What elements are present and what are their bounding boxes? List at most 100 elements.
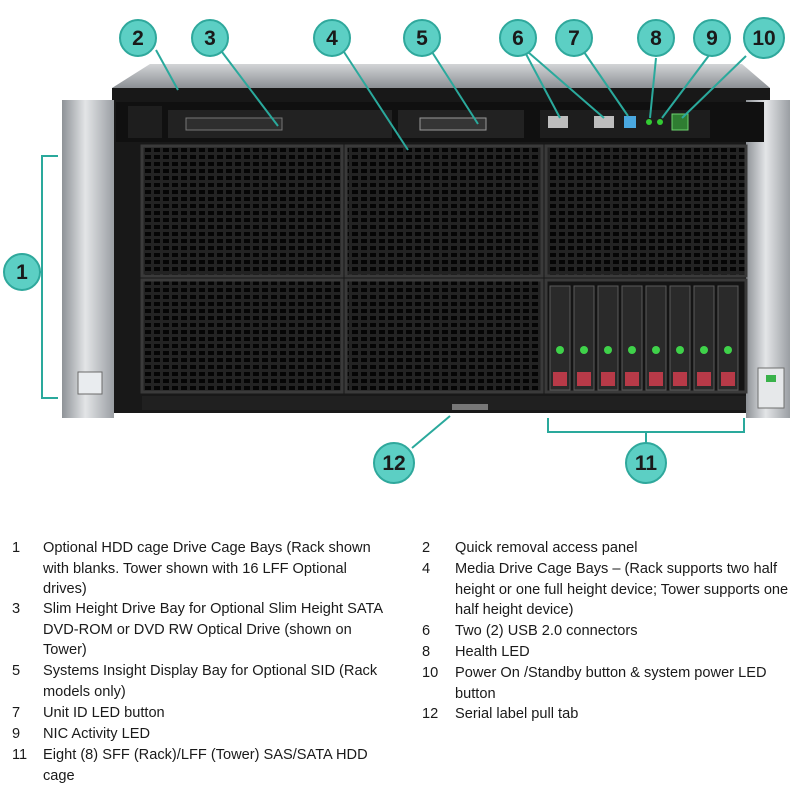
callout-5-badge: [403, 19, 441, 57]
power-button: [671, 113, 689, 131]
sff-drive-8: [717, 285, 739, 391]
leader-line-9: [661, 53, 711, 119]
legend-text: NIC Activity LED: [43, 726, 151, 742]
callout-3: 3: [204, 27, 216, 50]
sff-drive-3: [597, 285, 619, 391]
callout-4-badge: [313, 19, 351, 57]
legend-item-8: 8 Health LED: [422, 642, 794, 663]
legend-number: 6: [422, 623, 431, 639]
unit-id-led-button: [624, 116, 636, 128]
top-media-strip: [116, 102, 764, 142]
legend-number: 10: [422, 665, 439, 681]
legend-item-6: 6 Two (2) USB 2.0 connectors: [422, 621, 794, 642]
sff-drive-5: [645, 285, 667, 391]
callout-10: 10: [752, 27, 775, 50]
health-led: [646, 119, 652, 125]
nic-activity-led: [657, 119, 663, 125]
bottom-strip: [142, 396, 746, 410]
processor-badge: [77, 371, 103, 395]
legend-item-5: 5 Systems Insight Display Bay for Option…: [12, 661, 394, 702]
legend-number: 9: [12, 726, 21, 742]
legend-text: Serial label pull tab: [455, 706, 579, 722]
callout-8-badge: [637, 19, 675, 57]
serial-label-pull-tab: [452, 404, 488, 410]
usb-port-2: [594, 116, 614, 128]
leader-line-7: [583, 51, 629, 117]
leader-line-3: [221, 51, 279, 127]
leader-line-10: [681, 55, 747, 119]
callout-8: 8: [650, 27, 662, 50]
hdd-cage-bay-3: [544, 144, 748, 278]
callout-12: 12: [382, 452, 405, 475]
drive-cage-bays: [140, 144, 748, 394]
legend-number: 5: [12, 663, 21, 679]
leader-line-2: [155, 49, 179, 91]
legend-number: 3: [12, 601, 21, 617]
right-rack-ear: [746, 100, 790, 418]
callout-3-badge: [191, 19, 229, 57]
legend-item-11: 11 Eight (8) SFF (Rack)/LFF (Tower) SAS/…: [12, 745, 394, 786]
leader-line-6a: [525, 53, 561, 119]
legend-item-9: 9 NIC Activity LED: [12, 724, 394, 745]
legend-text: Quick removal access panel: [455, 540, 638, 556]
callout-2-badge: [119, 19, 157, 57]
legend-item-2: 2 Quick removal access panel: [422, 538, 794, 559]
sff-drive-1: [549, 285, 571, 391]
legend-item-1: 1 Optional HDD cage Drive Cage Bays (Rac…: [12, 538, 394, 600]
legend-number: 7: [12, 705, 21, 721]
legend-number: 4: [422, 561, 431, 577]
legend-number: 8: [422, 644, 431, 660]
callout-6: 6: [512, 27, 524, 50]
slim-optical-drive-bay: [185, 117, 283, 131]
leader-line-5: [431, 51, 479, 125]
media-drive-cage-bay-1: [344, 144, 544, 278]
sff-drive-4: [621, 285, 643, 391]
leader-lines: [40, 49, 747, 449]
callout-5: 5: [416, 27, 428, 50]
leader-line-11: [547, 418, 745, 433]
legend-text: Optional HDD cage Drive Cage Bays (Rack …: [43, 540, 371, 597]
legend-text: Health LED: [455, 644, 530, 660]
systems-insight-display-bay: [419, 117, 487, 131]
legend-text: Eight (8) SFF (Rack)/LFF (Tower) SAS/SAT…: [43, 747, 368, 784]
usb-port-1: [548, 116, 568, 128]
legend-item-12: 12 Serial label pull tab: [422, 704, 794, 725]
callout-12-badge: [373, 442, 415, 484]
legend-item-7: 7 Unit ID LED button: [12, 703, 394, 724]
leader-line-12: [411, 415, 451, 449]
callout-7-badge: [555, 19, 593, 57]
legend-number: 11: [12, 747, 28, 763]
legend-item-3: 3 Slim Height Drive Bay for Optional Sli…: [12, 599, 394, 661]
legend-item-10: 10 Power On /Standby button & system pow…: [422, 663, 794, 704]
media-drive-cage-bay-2: [344, 278, 544, 394]
left-rack-ear: [62, 100, 114, 418]
sff-drive-7: [693, 285, 715, 391]
legend-text: Two (2) USB 2.0 connectors: [455, 623, 638, 639]
leader-line-1: [41, 155, 58, 399]
callout-6-badge: [499, 19, 537, 57]
leader-line-4: [343, 51, 409, 151]
callout-4: 4: [326, 27, 338, 50]
model-badge-mark: [766, 375, 776, 382]
callout-1-badge: [3, 253, 41, 291]
callouts: 1 2 3 4 5 6 7 8 9 10 11 12: [3, 17, 785, 484]
legend-text: Slim Height Drive Bay for Optional Slim …: [43, 601, 383, 658]
legend-text: Unit ID LED button: [43, 705, 165, 721]
callout-9: 9: [706, 27, 718, 50]
sff-drives: [549, 285, 739, 391]
model-badge: [757, 367, 785, 409]
legend-number: 2: [422, 540, 431, 556]
legend: 1 Optional HDD cage Drive Cage Bays (Rac…: [0, 536, 800, 800]
callout-10-badge: [743, 17, 785, 59]
callout-2: 2: [132, 27, 144, 50]
legend-item-4: 4 Media Drive Cage Bays – (Rack supports…: [422, 559, 794, 621]
legend-text: Power On /Standby button & system power …: [455, 665, 767, 702]
leader-line-8: [649, 57, 657, 119]
sff-drive-2: [573, 285, 595, 391]
legend-text: Systems Insight Display Bay for Optional…: [43, 663, 378, 700]
callout-9-badge: [693, 19, 731, 57]
hdd-cage-bay-1: [140, 144, 344, 278]
hdd-cage-bay-2: [140, 278, 344, 394]
leader-line-6b: [527, 51, 605, 119]
callout-7: 7: [568, 27, 580, 50]
